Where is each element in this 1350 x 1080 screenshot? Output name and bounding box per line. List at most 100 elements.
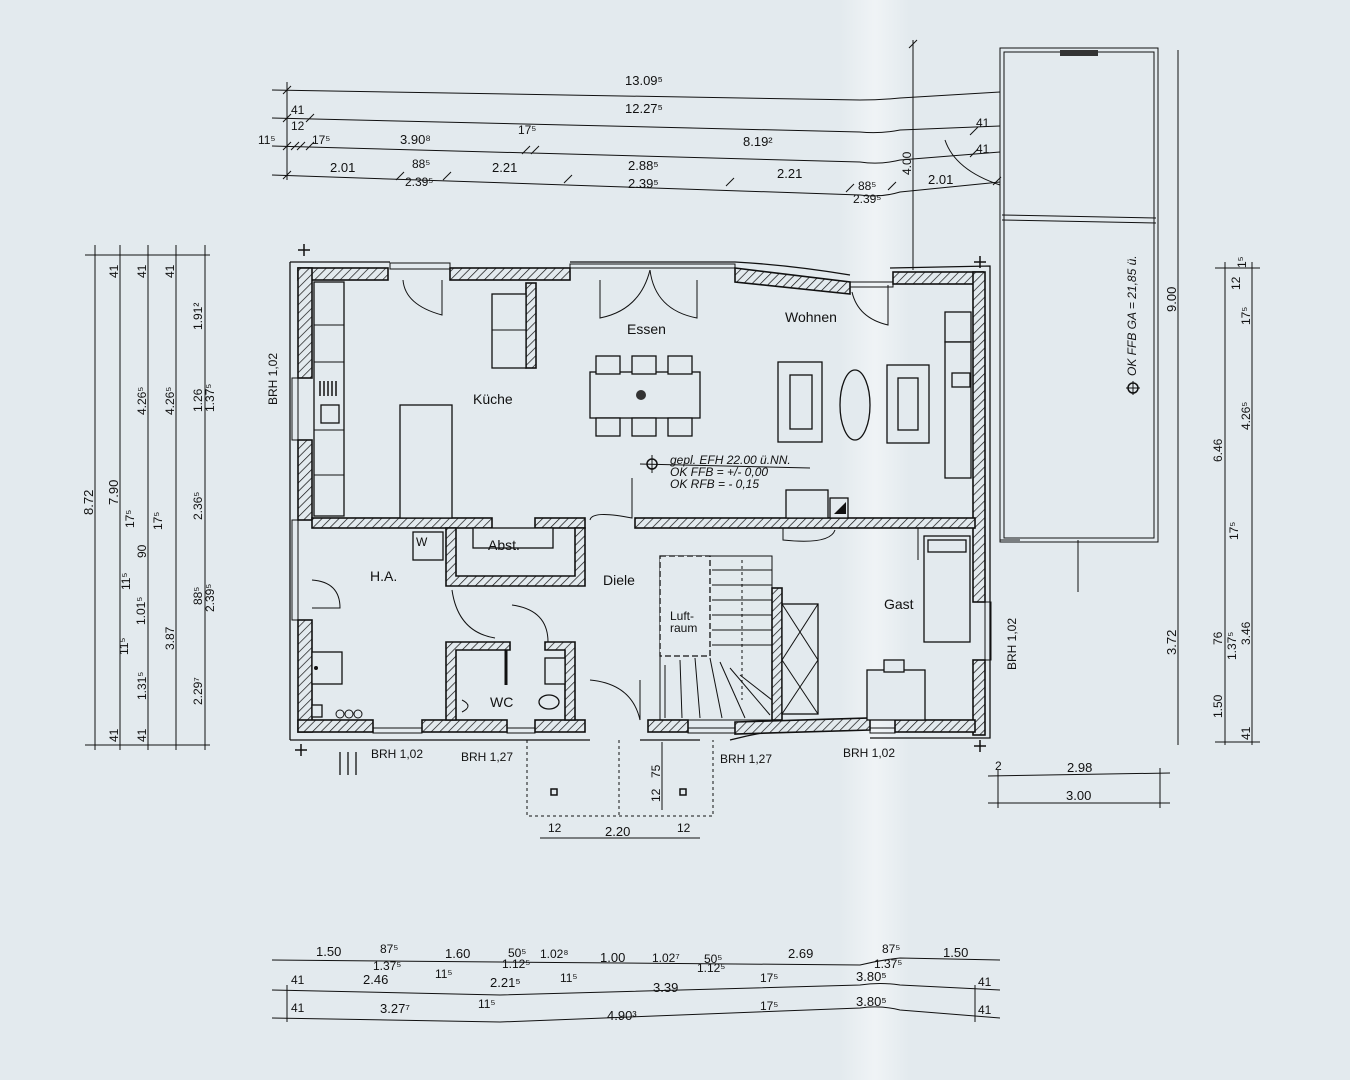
dim-4265-a: 4.26⁵: [135, 387, 149, 415]
dim-115-b: 11⁵: [117, 638, 131, 655]
brh-bottom-1: BRH 1,02: [371, 747, 423, 761]
dim-b-1375-a: 1.37⁵: [373, 959, 401, 973]
room-label-wc: WC: [490, 694, 513, 710]
doors: [311, 269, 919, 721]
windows: [291, 262, 992, 734]
garage-floor-level-note: OK FFB GA = 21,85 ü.: [1125, 255, 1139, 376]
room-label-kueche: Küche: [473, 391, 513, 407]
dim-221-a: 2.21: [492, 160, 517, 175]
brh-bottom-4: BRH 1,02: [843, 746, 895, 760]
brh-left: BRH 1,02: [266, 353, 280, 405]
dim-b-3805-b: 3.80⁵: [856, 994, 887, 1009]
dim-900: 9.00: [1164, 287, 1179, 312]
dim-l2-41b: 41: [107, 728, 121, 742]
left-dimension-chain: 8.72 41 7.90 11⁵ 1.01⁵ 11⁵ 41 41 4.26⁵ 1…: [81, 245, 217, 750]
garage-outline: OK FFB GA = 21,85 ü.: [944, 47, 1159, 592]
dim-l2-41a: 41: [107, 264, 121, 278]
dim-885-b: 88⁵: [858, 179, 876, 193]
dim-2885: 2.88⁵: [628, 158, 659, 173]
dim-12-r: 12: [1229, 276, 1243, 290]
entrance-canopy: 75 12 12 2.20 12: [339, 740, 714, 839]
dim-300: 3.00: [1066, 788, 1091, 803]
dim-4265-r: 4.26⁵: [1239, 402, 1253, 430]
dim-150: 1.50: [1211, 694, 1225, 718]
dim-372: 3.72: [1164, 630, 1179, 655]
dim-b-339: 3.39: [653, 980, 678, 995]
elevation-line-3: OK RFB = - 0,15: [670, 477, 759, 491]
room-label-abst: Abst.: [488, 537, 520, 553]
dim-12-right: 12: [677, 821, 691, 835]
furniture: [311, 281, 972, 721]
dim-400: 4.00: [900, 151, 914, 175]
dim-b-1125-a: 1.12⁵: [502, 957, 530, 971]
dim-b-160: 1.60: [445, 946, 470, 961]
dim-126: 1.26: [191, 388, 205, 412]
dim-4265-b: 4.26⁵: [163, 387, 177, 415]
dim-1315: 1.31⁵: [135, 672, 149, 700]
garage-width-dimension: 2 2.98 3.00: [987, 759, 1171, 808]
dim-inner-width: 12.27⁵: [625, 101, 663, 116]
elevation-line-1: gepl. EFH 22.00 ü.NN.: [670, 453, 791, 467]
dim-2395-a: 2.39⁵: [405, 175, 433, 189]
dim-175-a: 17⁵: [123, 510, 137, 528]
dim-75: 75: [649, 764, 663, 778]
dim-b-41-d: 41: [978, 1003, 992, 1017]
dim-175a: 17⁵: [312, 133, 330, 147]
dim-8192: 8.19²: [743, 134, 773, 149]
dim-872: 8.72: [81, 490, 96, 515]
bottom-dimension-chain: 1.50 87⁵ 1.37⁵ 1.60 50⁵ 1.12⁵ 1.02⁸ 1.00…: [271, 942, 1001, 1023]
brh-labels: BRH 1,02 BRH 1,02 BRH 1,27 BRH 1,27 BRH …: [266, 353, 1019, 766]
dim-2395-l: 2.39⁵: [203, 584, 217, 612]
dim-b-246: 2.46: [363, 972, 388, 987]
room-label-gast: Gast: [884, 596, 914, 612]
dim-175-r-b: 17⁵: [1227, 522, 1241, 540]
washer-label: W: [416, 535, 428, 549]
corner-markers: [295, 244, 986, 756]
dim-387: 3.87: [163, 626, 177, 650]
dim-b-505-a: 50⁵: [508, 946, 526, 960]
dim-1912: 1.91²: [191, 303, 205, 330]
dim-b-875-b: 87⁵: [882, 942, 900, 956]
dim-l3-41b: 41: [135, 728, 149, 742]
room-labels: Küche Essen Wohnen H.A. Abst. Diele Luft…: [370, 309, 914, 710]
dim-41-r: 41: [1239, 726, 1253, 740]
dim-2297: 2.29⁷: [191, 677, 205, 705]
dim-b-1125-b: 1.12⁵: [697, 961, 725, 975]
dim-b-150-a: 1.50: [316, 944, 341, 959]
dim-1375-r: 1.37⁵: [1225, 632, 1239, 660]
dim-b-100: 1.00: [600, 950, 625, 965]
brh-bottom-2: BRH 1,27: [461, 750, 513, 764]
dim-b-1375-b: 1.37⁵: [874, 957, 902, 971]
dim-b-150-b: 1.50: [943, 945, 968, 960]
dim-76: 76: [1211, 631, 1225, 645]
dim-175b: 17⁵: [518, 123, 536, 137]
dim-175-b: 17⁵: [151, 512, 165, 530]
dim-885-a: 88⁵: [412, 157, 430, 171]
dim-2365: 2.36⁵: [191, 492, 205, 520]
dim-b-41-a: 41: [291, 973, 305, 987]
dim-b-4903: 4.90³: [607, 1008, 637, 1023]
dim-b-115-c: 11⁵: [478, 997, 495, 1011]
dim-b-2215: 2.21⁵: [490, 975, 521, 990]
right-dimension-chain: 9.00 3.72 6.46 1.50 76 1.37⁵ 3.46 12 1⁵ …: [1164, 50, 1260, 745]
dim-b-1028: 1.02⁸: [540, 947, 568, 961]
dim-1375: 1.37⁵: [203, 384, 217, 412]
dim-b-115-b: 11⁵: [560, 971, 577, 985]
dim-41: 41: [291, 103, 305, 117]
dim-b-41-b: 41: [978, 975, 992, 989]
dim-3908: 3.90⁸: [400, 132, 431, 147]
dim-41-right-b: 41: [976, 142, 990, 156]
dim-175-r-a: 17⁵: [1239, 307, 1253, 325]
dim-2395-c: 2.39⁵: [853, 192, 881, 206]
dim-790: 7.90: [106, 480, 121, 505]
dim-12-left: 12: [548, 821, 562, 835]
dim-201-left: 2.01: [330, 160, 355, 175]
dim-b-175-a: 17⁵: [760, 971, 778, 985]
room-label-wohnen: Wohnen: [785, 309, 837, 325]
room-label-ha: H.A.: [370, 568, 397, 584]
dim-12-v: 12: [649, 788, 663, 802]
dim-220: 2.20: [605, 824, 630, 839]
dim-90: 90: [135, 544, 149, 558]
dim-1015: 1.01⁵: [134, 597, 148, 625]
dim-221-b: 2.21: [777, 166, 802, 181]
